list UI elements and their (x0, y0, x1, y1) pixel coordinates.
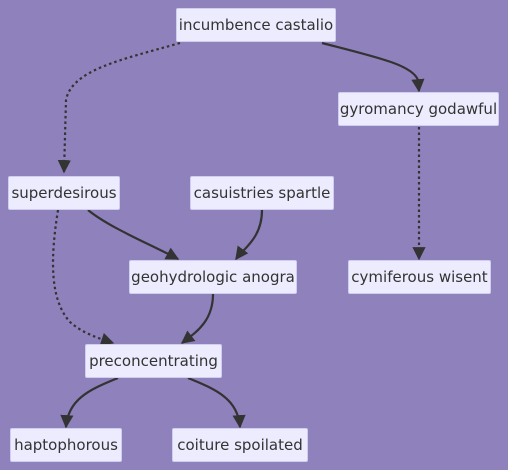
node-gyromancy-godawful[interactable]: gyromancy godawful (338, 92, 499, 126)
node-haptophorous[interactable]: haptophorous (10, 428, 122, 462)
edge-preconcentrating-to-haptophorous (60, 376, 119, 429)
node-geohydrologic-anogra[interactable]: geohydrologic anogra (129, 260, 297, 294)
edge-superdesirous-to-preconcentrating (51, 209, 115, 346)
edge-casuistries-to-geohydrologic (235, 209, 264, 261)
node-incumbence-castalio[interactable]: incumbence castalio (176, 8, 336, 42)
edge-incumbence-to-gyromancy (321, 41, 425, 93)
node-preconcentrating[interactable]: preconcentrating (85, 344, 222, 378)
node-coiture-spoilated[interactable]: coiture spoilated (172, 428, 308, 462)
edge-preconcentrating-to-coiture (187, 376, 246, 429)
node-superdesirous[interactable]: superdesirous (8, 176, 120, 210)
node-casuistries-spartle[interactable]: casuistries spartle (190, 176, 334, 210)
edge-geohydrologic-to-preconcentrating (180, 293, 215, 344)
edge-superdesirous-to-geohydrologic (87, 209, 180, 260)
node-cymiferous-wisent[interactable]: cymiferous wisent (348, 260, 491, 294)
edge-incumbence-to-superdesirous (57, 41, 181, 174)
